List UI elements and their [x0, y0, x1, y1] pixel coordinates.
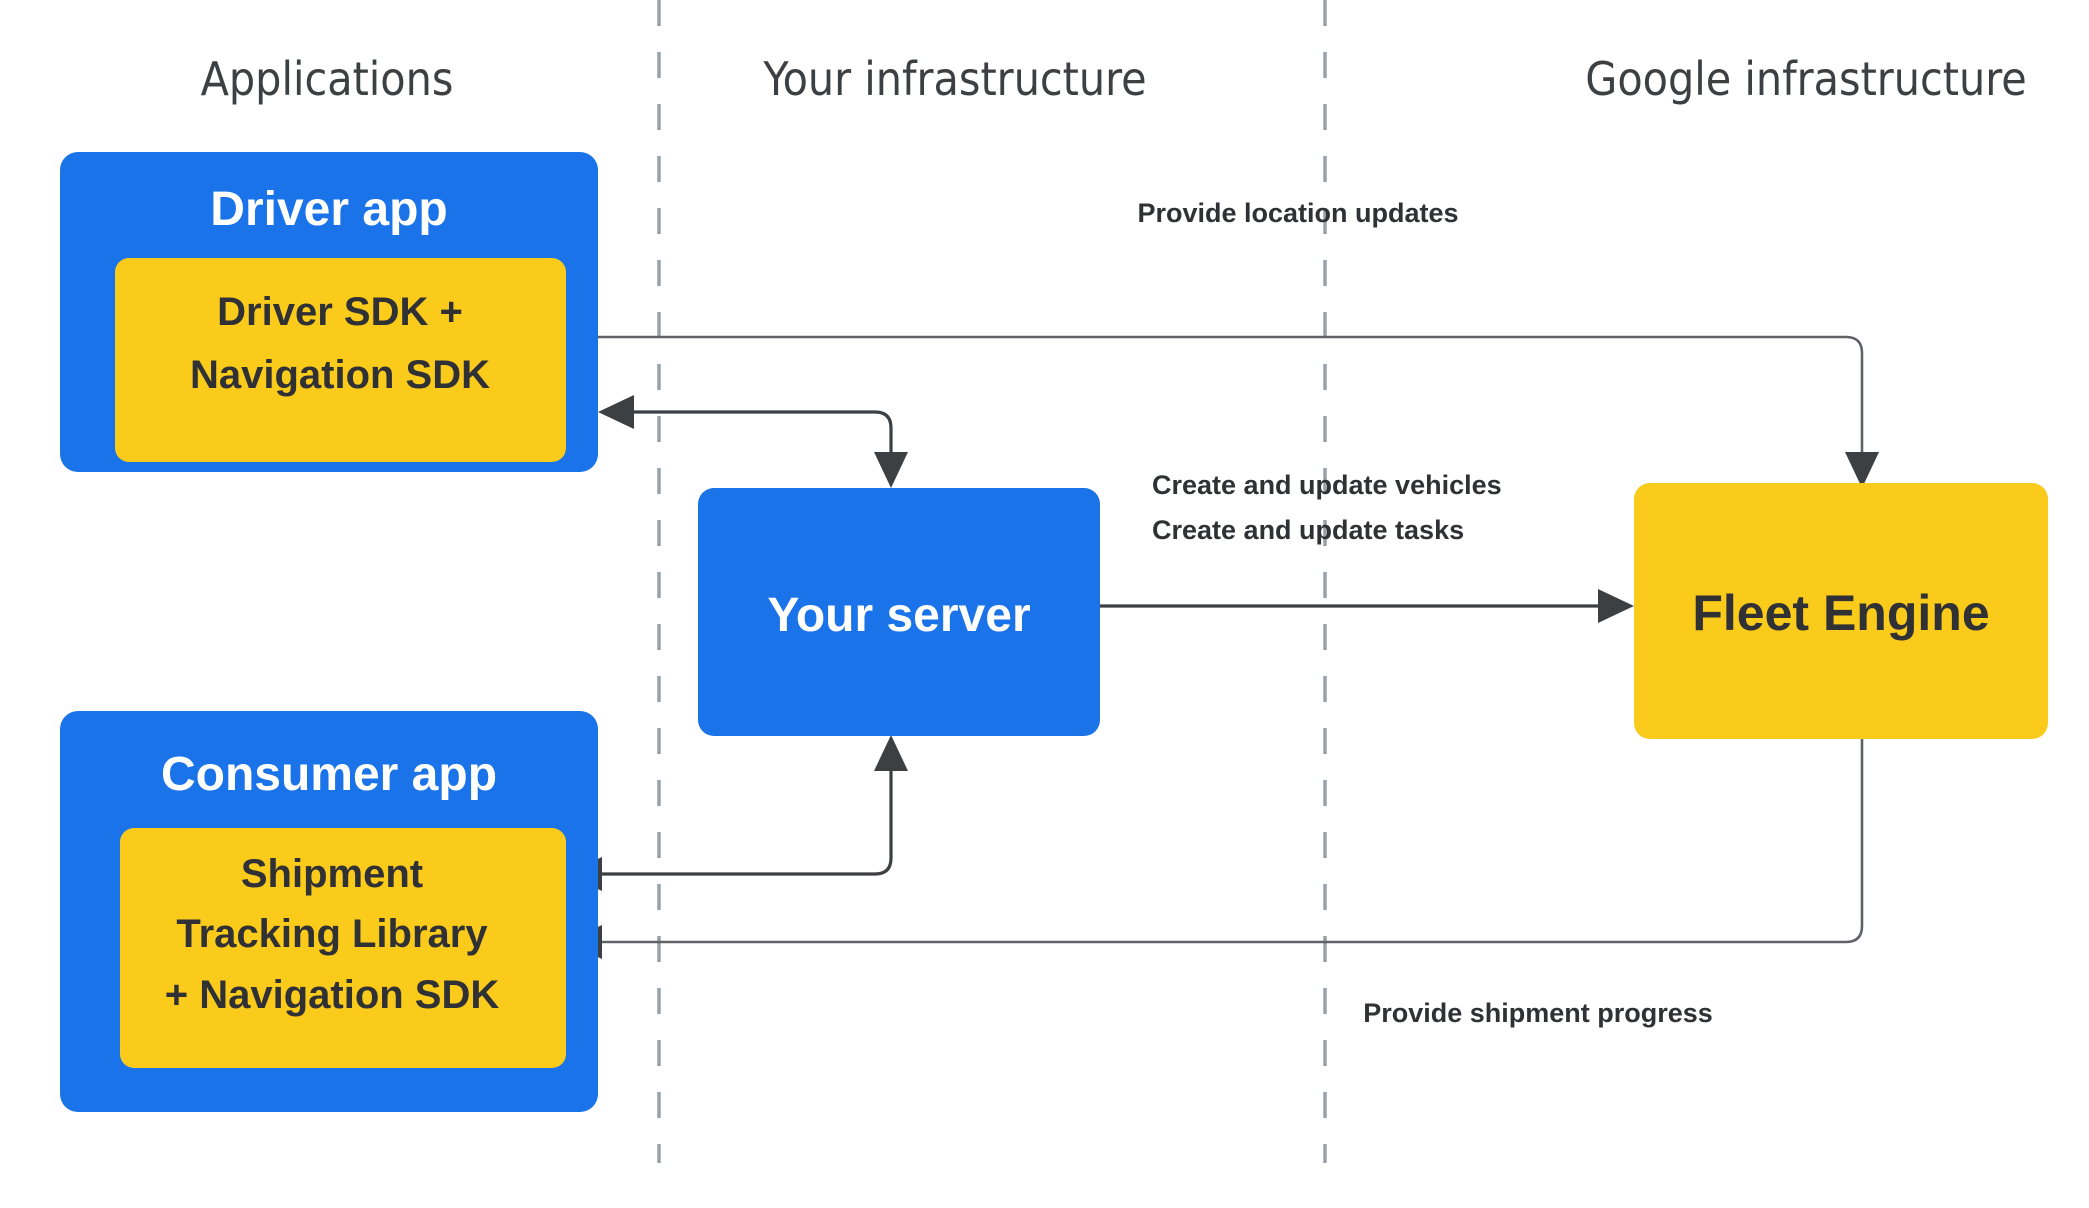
edge-location-updates-line [566, 335, 1864, 455]
driver-app-label: Driver app [210, 183, 447, 236]
your-server-box[interactable] [698, 488, 1100, 736]
edge-label-provide-location-updates: Provide location updates [1137, 198, 1458, 228]
edge-server-to-consumer-line [572, 768, 893, 876]
edge-label-create-and-update-tasks: Create and update tasks [1152, 515, 1464, 545]
fleet-engine-label: Fleet Engine [1692, 585, 1989, 641]
driver-sdk-label-line2: Navigation SDK [190, 353, 490, 397]
column-heading-your-infrastructure: Your infrastructure [762, 52, 1146, 106]
column-heading-applications: Applications [201, 52, 454, 106]
node-fleet-engine[interactable]: Fleet Engine [1634, 483, 2048, 739]
edge-create-update-arrowhead [1598, 589, 1634, 623]
column-heading-google-infrastructure: Google infrastructure [1585, 52, 2026, 106]
shipment-tracking-label-line3: + Navigation SDK [165, 973, 500, 1017]
driver-sdk-label-line1: Driver SDK + [217, 290, 463, 334]
edge-shipment-progress-line [572, 738, 1864, 944]
edge-location-updates-arrowhead [1845, 452, 1879, 488]
node-consumer-app[interactable]: Consumer app Shipment Tracking Library +… [60, 711, 598, 1112]
shipment-tracking-label-line2: Tracking Library [176, 912, 488, 956]
shipment-tracking-label-line1: Shipment [241, 852, 423, 896]
shipment-tracking-library-box[interactable] [120, 828, 566, 1068]
edge-server-to-consumer-arrowhead-up [874, 735, 908, 771]
driver-sdk-box[interactable] [115, 258, 566, 462]
your-server-label: Your server [767, 589, 1030, 642]
edge-label-provide-shipment-progress: Provide shipment progress [1363, 998, 1713, 1028]
edge-label-create-and-update-vehicles: Create and update vehicles [1152, 470, 1502, 500]
edge-server-to-driver-arrowhead-left [598, 395, 634, 429]
consumer-app-label: Consumer app [161, 748, 497, 801]
node-your-server[interactable]: Your server [698, 488, 1100, 736]
node-driver-app[interactable]: Driver app Driver SDK + Navigation SDK [60, 152, 598, 472]
edge-server-to-driver-line [604, 410, 893, 455]
edge-server-to-driver-arrowhead-down [874, 452, 908, 488]
fleet-engine-box[interactable] [1634, 483, 2048, 739]
